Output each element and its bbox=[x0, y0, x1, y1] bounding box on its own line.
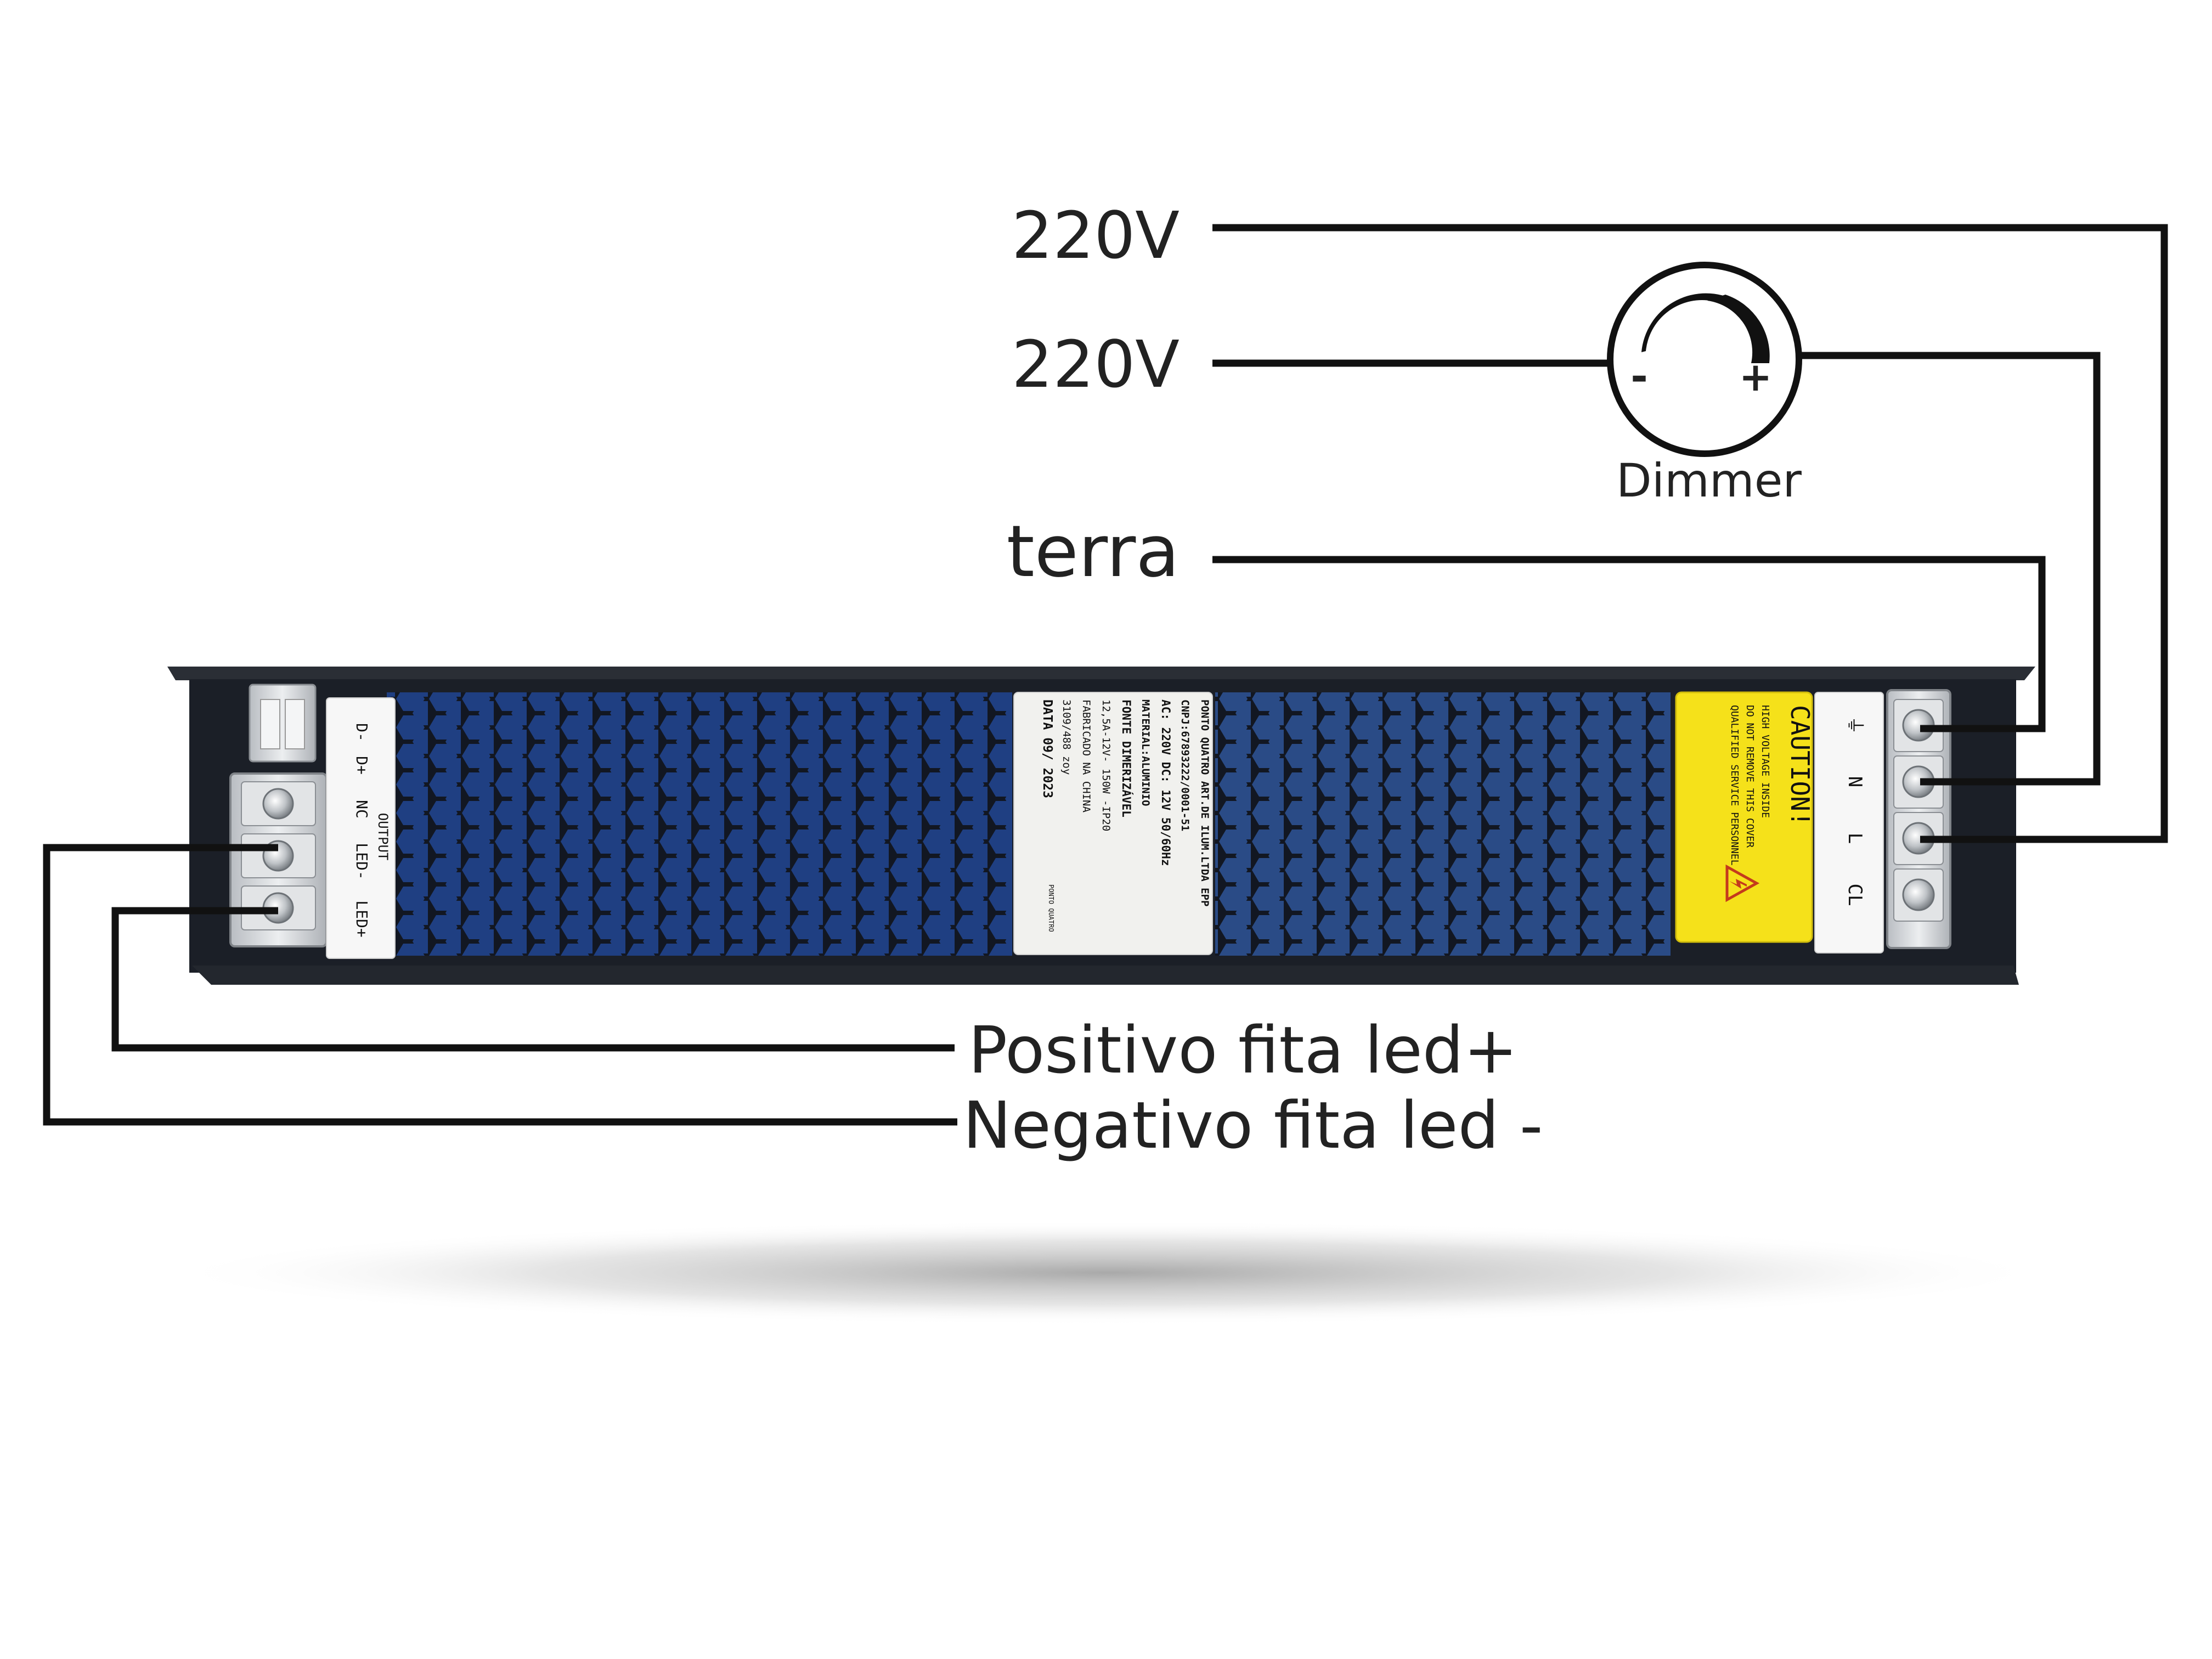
dimmer-signal-terminal bbox=[249, 684, 317, 763]
floor-shadow bbox=[165, 1221, 2052, 1325]
housing-bottom-flange bbox=[192, 966, 2019, 985]
wire-led-positive bbox=[111, 907, 955, 1052]
output-label-panel bbox=[326, 697, 396, 959]
left-vent-grille bbox=[387, 692, 1012, 956]
right-terminal-labels: ⏚ N L CL bbox=[1844, 716, 1866, 906]
output-terminal-block bbox=[229, 772, 328, 947]
wire-led-negative bbox=[43, 844, 957, 1126]
label-220v-dimmer: 220V bbox=[1012, 326, 1180, 402]
label-220v-line: 220V bbox=[1012, 198, 1180, 273]
label-led-negative: Negativo fita led - bbox=[963, 1087, 1543, 1163]
spec-line-2: CNPJ:67893222/0001-51 bbox=[1179, 699, 1191, 831]
spec-line-4: MATERIAL:ALUMINIO bbox=[1139, 699, 1152, 806]
caution-title: CAUTION! bbox=[1785, 705, 1815, 827]
caution-label bbox=[1675, 691, 1813, 943]
spec-line-9: DATA 09/ 2023 bbox=[1040, 699, 1054, 798]
spec-label-text: PONTO QUATRO ART.DE ILUM.LTDA EPP CNPJ:67… bbox=[1040, 699, 1211, 907]
label-led-positive: Positivo fita led+ bbox=[968, 1012, 1518, 1088]
terminal-label-output-header: OUTPUT bbox=[375, 813, 391, 861]
caution-line-2: DO NOT REMOVE THIS COVER bbox=[1744, 705, 1756, 848]
wire-dimmer-to-neutral bbox=[1801, 352, 2101, 786]
wire-ground bbox=[1212, 556, 2046, 732]
spec-line-7: FABRICADO NA CHINA bbox=[1080, 699, 1092, 812]
dimmer-label: Dimmer bbox=[1616, 454, 1802, 507]
caution-line-1: HIGH VOLTAGE INSIDE bbox=[1759, 705, 1771, 818]
input-label-panel bbox=[1814, 692, 1884, 953]
left-terminal-labels: D- D+ NC LED- LED+ OUTPUT bbox=[353, 723, 391, 938]
terminal-label-d-: D- bbox=[353, 723, 371, 742]
terminal-label-l: L bbox=[1844, 833, 1866, 844]
spec-label bbox=[1013, 692, 1213, 955]
caution-line-3: QUALIFIED SERVICE PERSONNEL ONLY bbox=[1729, 705, 1740, 895]
spec-line-1: PONTO QUATRO ART.DE ILUM.LTDA EPP bbox=[1199, 699, 1211, 907]
output-screw-nc[interactable] bbox=[262, 788, 294, 820]
housing-top-flange bbox=[167, 667, 2035, 680]
spec-logo: PONTO QUATRO bbox=[1047, 884, 1055, 932]
input-terminal-block bbox=[1886, 689, 1951, 949]
terminal-label-nc: NC bbox=[353, 800, 371, 819]
power-supply: D- D+ NC LED- LED+ OUTPUT PONTO QUATRO ART.DE… bbox=[167, 667, 2035, 985]
label-ground: terra bbox=[1007, 510, 1180, 593]
spec-line-3: AC: 220V DC: 12V 50/60Hz bbox=[1159, 699, 1172, 866]
high-voltage-warning-icon bbox=[1725, 864, 1760, 902]
spec-line-5: FONTE DIMERIZÁVEL bbox=[1120, 699, 1133, 817]
right-vent-grille bbox=[1215, 692, 1671, 956]
dimmer-plus-sign: + bbox=[1739, 354, 1772, 400]
input-screw-cl[interactable] bbox=[1902, 878, 1935, 911]
terminal-label-led-: LED- bbox=[353, 843, 371, 879]
terminal-label-n: N bbox=[1844, 776, 1866, 787]
spec-line-8: 3109/488 zoy bbox=[1060, 699, 1073, 775]
terminal-label-d-: D+ bbox=[353, 756, 371, 775]
wires bbox=[43, 224, 2168, 1126]
terminal-label-ground: ⏚ bbox=[1844, 716, 1866, 735]
spec-line-6: 12,5A-12V- 150W -IP20 bbox=[1100, 699, 1112, 831]
terminal-label-led-: LED+ bbox=[353, 900, 371, 937]
dimmer-knob[interactable]: - + bbox=[1607, 262, 1802, 457]
terminal-label-cl: CL bbox=[1844, 884, 1866, 906]
wire-220v-line bbox=[1212, 224, 2168, 843]
dimmer-minus-sign: - bbox=[1630, 352, 1648, 400]
